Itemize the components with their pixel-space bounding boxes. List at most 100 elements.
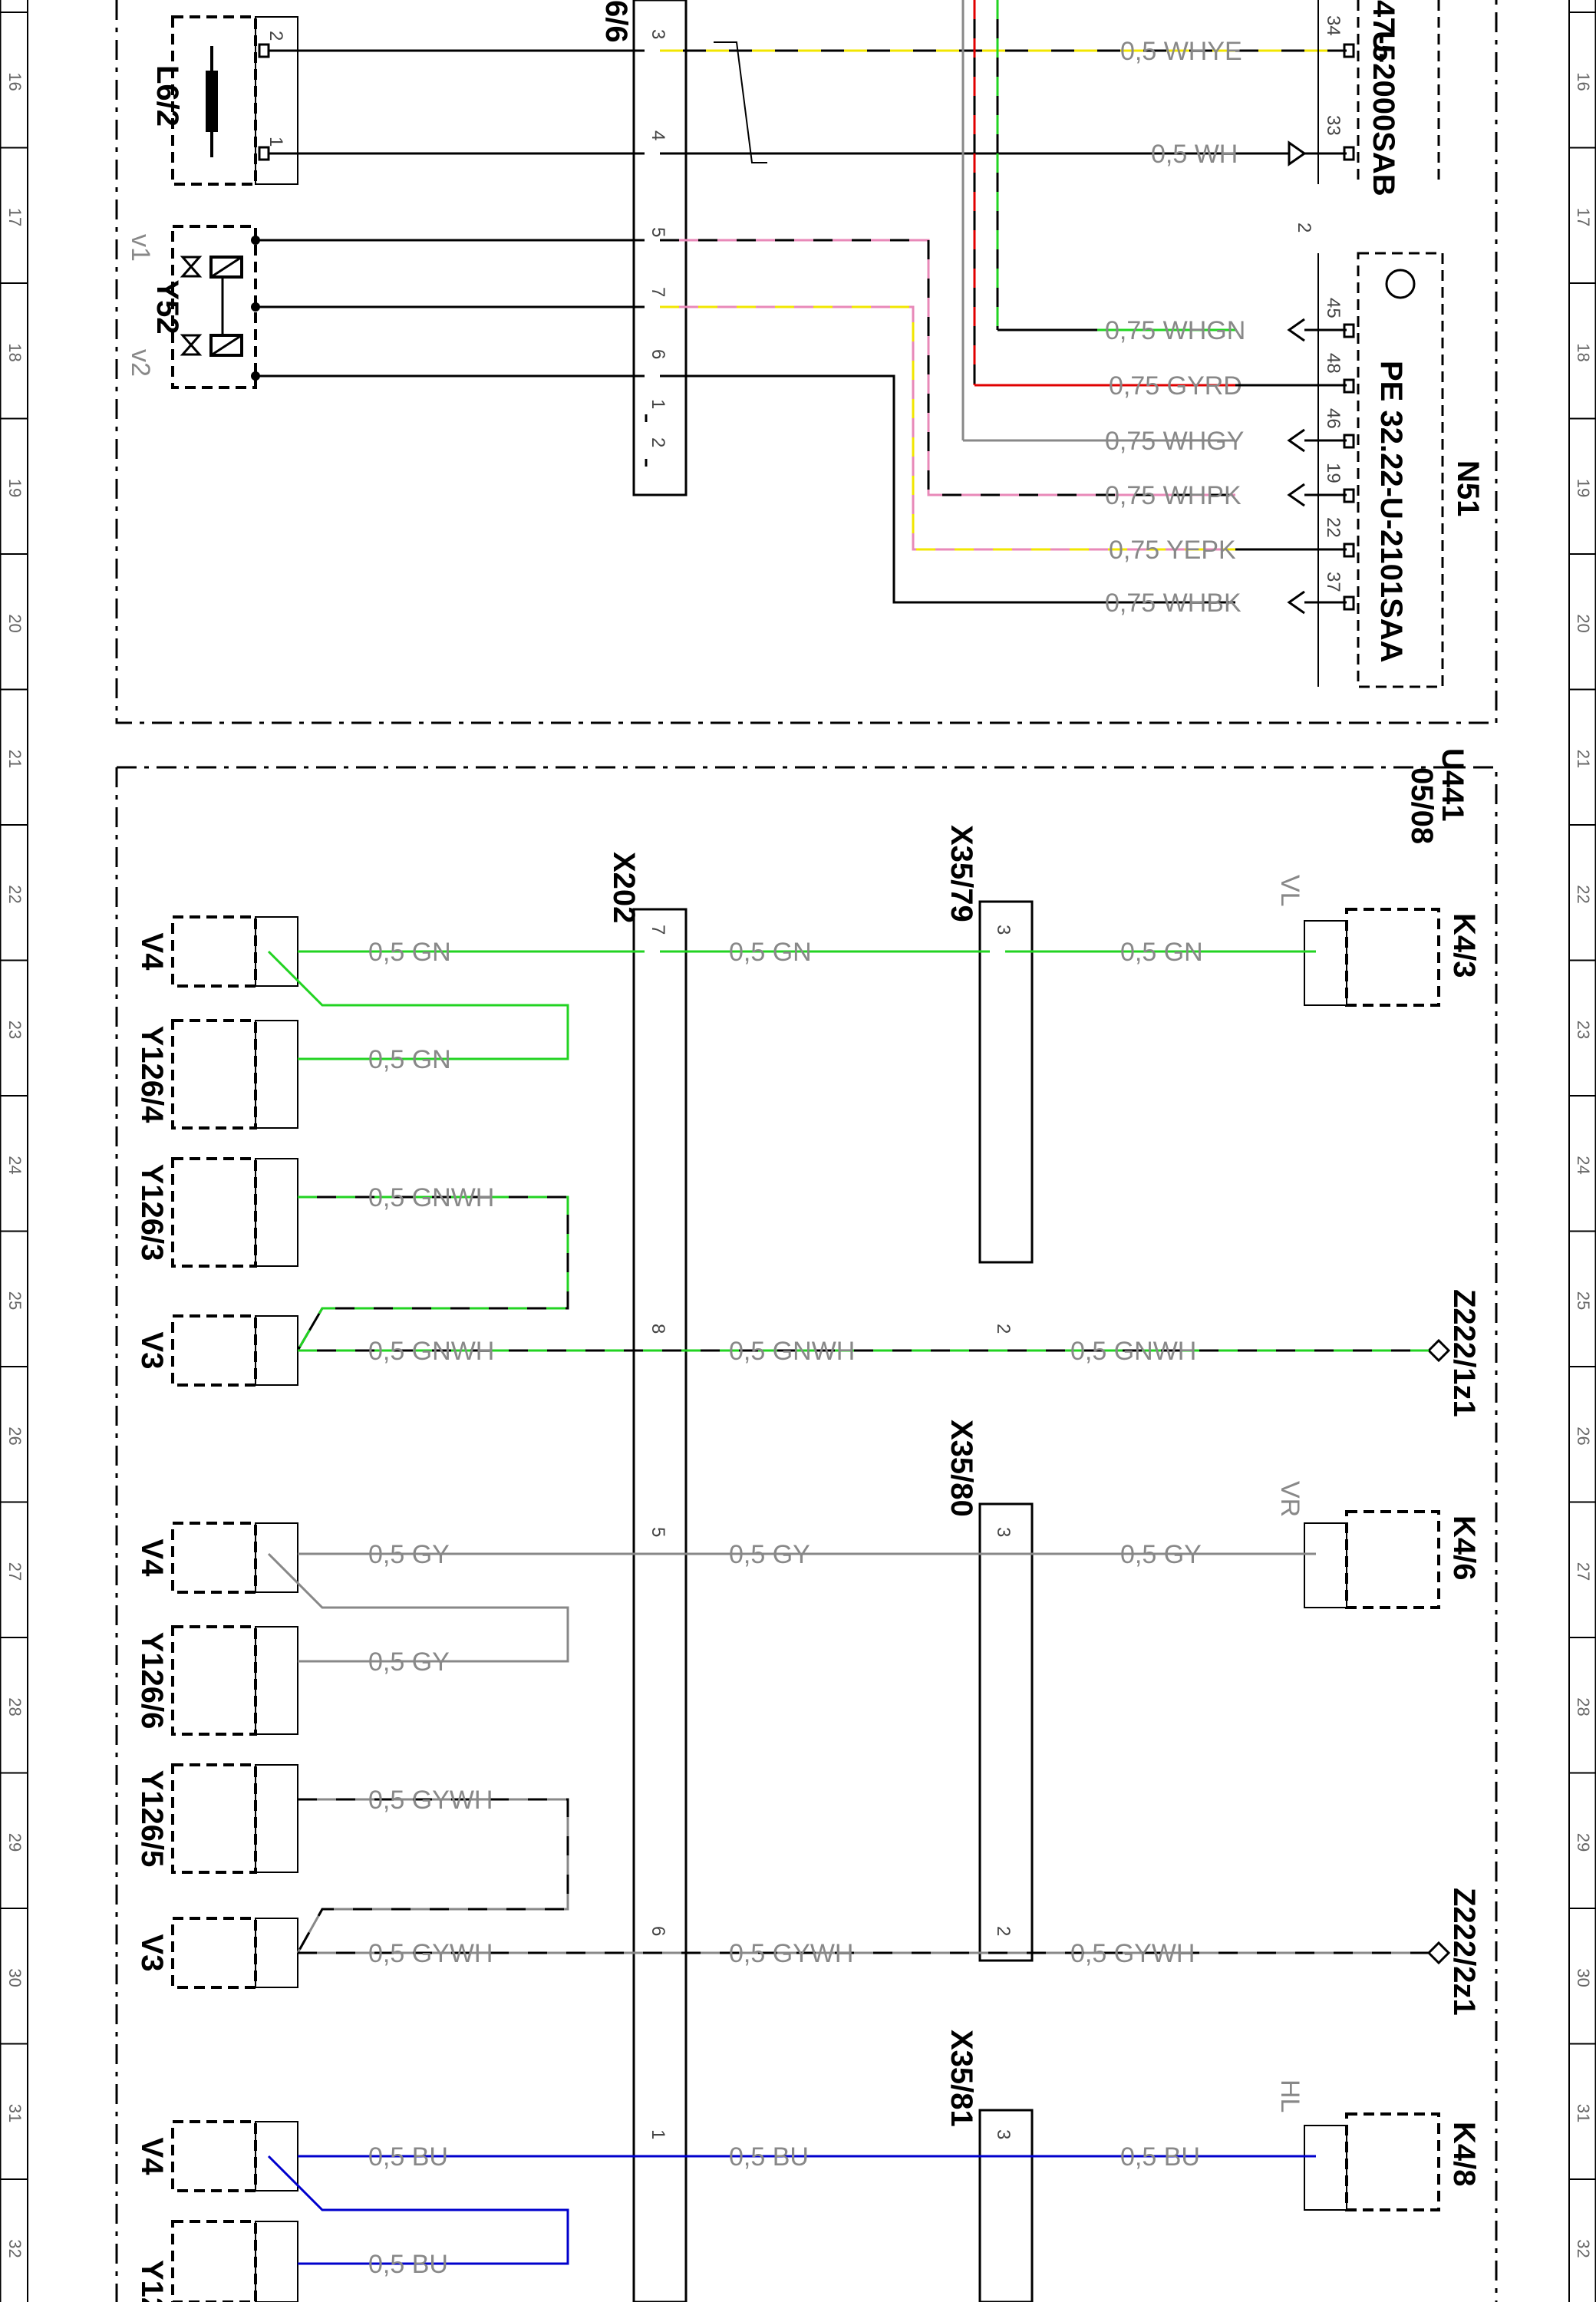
v3-label: V3 <box>135 1332 169 1370</box>
wire-label: 0,5 GYWH <box>368 1786 493 1815</box>
k4-components <box>1304 908 1440 2211</box>
x35-80-label: X35/80 <box>945 1420 978 1517</box>
vl-label: VL <box>1275 875 1304 907</box>
k4-3-label: K4/3 <box>1447 913 1481 978</box>
pin-label: 2 <box>1294 223 1314 233</box>
grid-number: 28 <box>1574 1697 1593 1716</box>
wire-label: 0,5 GYWH <box>729 1939 853 1968</box>
l6-2-component <box>171 15 298 186</box>
grid-number: 21 <box>5 750 25 768</box>
pin-label: 7 <box>648 925 668 935</box>
z222-2-label: Z222/2z1 <box>1447 1888 1481 2016</box>
grid-number: 19 <box>5 479 25 497</box>
wire-label: 0,5 GN <box>729 938 812 967</box>
grid-number: 22 <box>1574 885 1593 903</box>
pin-label: 7 <box>648 287 668 297</box>
pin-label: 3 <box>993 1527 1014 1537</box>
wire-label: 0,5 GYWH <box>1070 1939 1195 1968</box>
grid-number: 29 <box>1574 1833 1593 1852</box>
pin-label: 45 <box>1323 298 1344 318</box>
grid-ruler-right <box>1568 0 1596 2302</box>
n47-label: 47-5 <box>1367 0 1400 61</box>
wire-label: 0,5 GY <box>1120 1540 1202 1569</box>
pin-label: 6 <box>648 1926 668 1936</box>
wire-label: 0,75 GYRD <box>1109 371 1242 401</box>
vr-label: VR <box>1275 1481 1304 1517</box>
grid-number: 17 <box>1574 208 1593 226</box>
grid-number: 20 <box>1574 614 1593 632</box>
pin-label: 46 <box>1323 408 1344 429</box>
x35-81-label: X35/81 <box>945 2030 978 2127</box>
pin-label: 1 <box>265 137 286 147</box>
grid-number: 23 <box>1574 1021 1593 1039</box>
n51-label: N51 <box>1451 460 1485 516</box>
pin-label: 6 <box>648 349 668 359</box>
grid-number: 18 <box>1574 343 1593 361</box>
pin-label: 22 <box>1323 517 1344 538</box>
wire-label: 0,75 WHGY <box>1105 427 1244 456</box>
grid-number: 24 <box>1574 1156 1593 1174</box>
grid-number: 32 <box>5 2239 25 2257</box>
grid-number: 25 <box>5 1291 25 1310</box>
grid-number: 17 <box>5 208 25 226</box>
wire-label: 0,75 WHPK <box>1105 481 1242 510</box>
grid-number: 19 <box>1574 479 1593 497</box>
valve-components <box>171 915 257 2302</box>
grid-number: 24 <box>5 1156 25 1174</box>
y126-4-label: Y126/4 <box>135 1026 169 1124</box>
grid-number: 32 <box>1574 2239 1593 2257</box>
grid-number: 25 <box>1574 1291 1593 1310</box>
wire-label: 0,5 GN <box>368 1045 451 1074</box>
n47-code: U-2000SAB <box>1367 31 1400 196</box>
grid-number: 28 <box>5 1697 25 1716</box>
grid-number: 23 <box>5 1021 25 1039</box>
v4-label: V4 <box>135 933 169 971</box>
wire-label: 0,5 BU <box>368 2142 448 2172</box>
pin-label: 3 <box>993 925 1014 935</box>
pin-label: 3 <box>993 2129 1014 2139</box>
wire-label: 0,5 GY <box>729 1540 810 1569</box>
pin-label: 1 <box>648 2129 668 2139</box>
wire-label: 0,75 WHGN <box>1105 316 1245 345</box>
pin-label: 33 <box>1323 115 1344 136</box>
wire-label: 0,5 GY <box>368 1540 450 1569</box>
pin-label: 8 <box>648 1324 668 1334</box>
pin-label: 2 <box>648 437 668 447</box>
wire-label: 0,5 WHYE <box>1120 37 1242 66</box>
pin-label: 5 <box>648 227 668 237</box>
grid-number: 20 <box>5 614 25 632</box>
wire-label: 0,5 BU <box>1120 2142 1200 2172</box>
grid-number: 27 <box>5 1562 25 1581</box>
grid-number: 30 <box>5 1968 25 1987</box>
l6-2-label: L6/2 <box>150 65 184 127</box>
z222-2-terminal <box>1426 1941 1451 1965</box>
grid-number: 31 <box>1574 2104 1593 2122</box>
x202-connector <box>632 908 688 2302</box>
pin-label: 34 <box>1323 15 1344 36</box>
grid-ruler-left <box>0 0 28 2302</box>
wire-label: 0,5 GNWH <box>1070 1337 1196 1366</box>
pin-label: 1 <box>648 399 668 409</box>
wire-label: 0,75 WHBK <box>1105 589 1242 618</box>
wire-label: 0,5 GY <box>368 1647 450 1677</box>
top-connector-label: 6/6 <box>599 0 633 43</box>
wire-label: 0,5 BU <box>729 2142 809 2172</box>
grid-number: 30 <box>1574 1968 1593 1987</box>
n51-component <box>1317 252 1444 688</box>
grid-number: 16 <box>1574 72 1593 91</box>
x202-label: X202 <box>607 852 641 923</box>
grid-number: 29 <box>5 1833 25 1852</box>
component-side-rects <box>255 916 298 2302</box>
k4-6-label: K4/6 <box>1447 1515 1481 1581</box>
grid-number: 16 <box>5 72 25 91</box>
pin-label: 2 <box>265 31 286 41</box>
wire-label: 0,5 GNWH <box>368 1337 494 1366</box>
grid-number: 31 <box>5 2104 25 2122</box>
pin-label: 19 <box>1323 463 1344 483</box>
x35-81-connector <box>978 2109 1034 2302</box>
y52-component <box>171 225 260 389</box>
hl-label: HL <box>1275 2079 1304 2112</box>
u441-label: U441 <box>1436 748 1469 822</box>
pin-label: 3 <box>648 29 668 39</box>
